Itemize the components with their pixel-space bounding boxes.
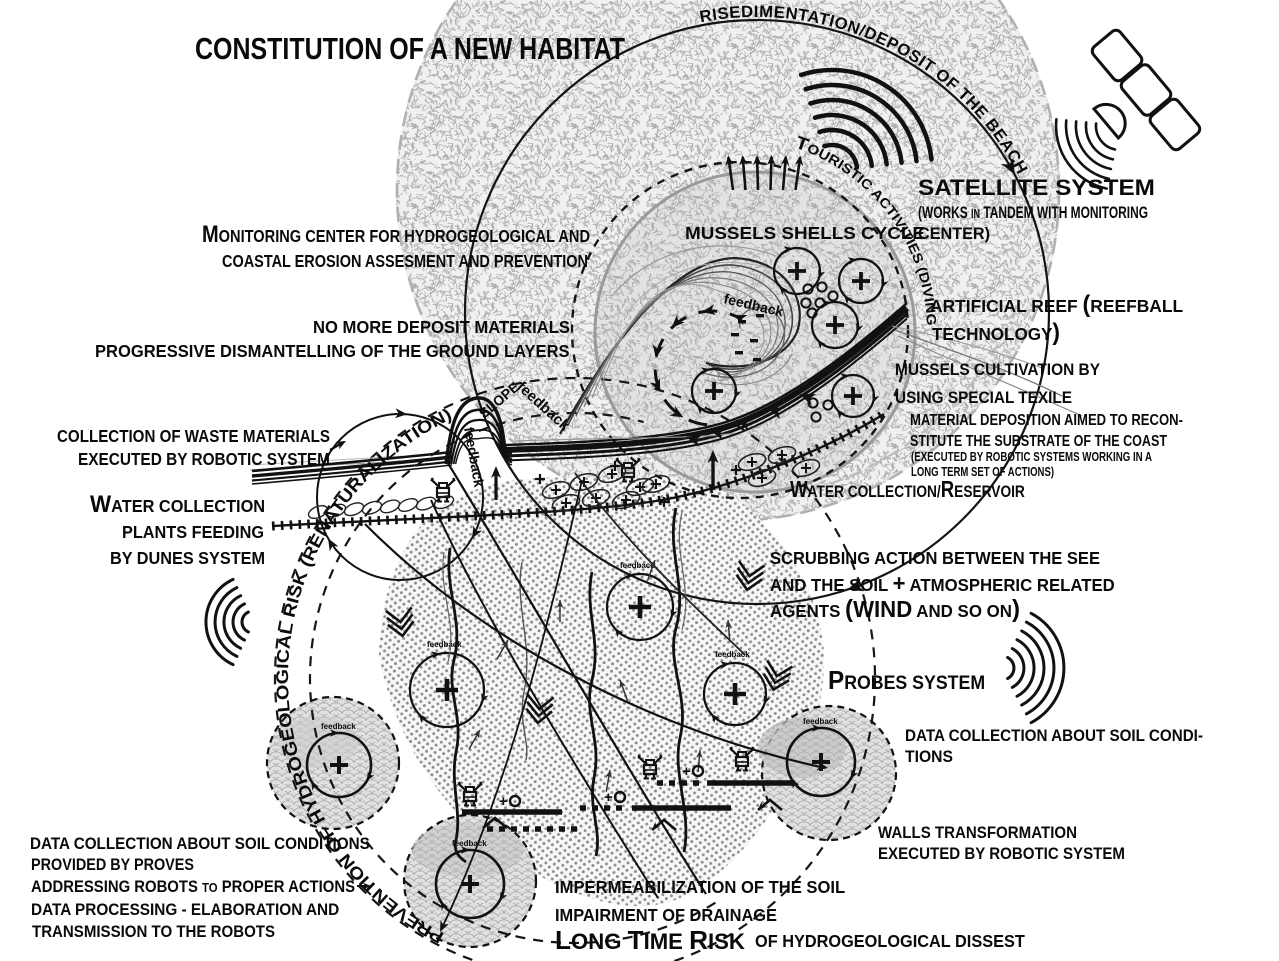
svg-text:ADDRESSING ROBOTS TO PROPER AC: ADDRESSING ROBOTS TO PROPER ACTIONS	[31, 878, 355, 896]
svg-text:DATA COLLECTION ABOUT SOIL CON: DATA COLLECTION ABOUT SOIL CONDI-	[905, 727, 1203, 745]
svg-text:COASTAL EROSION ASSESMENT AND: COASTAL EROSION ASSESMENT AND PREVENTION	[222, 252, 588, 272]
svg-text:ARTIFICIAL REEF (REEFBALL: ARTIFICIAL REEF (REEFBALL	[930, 292, 1183, 318]
svg-text:feedback: feedback	[620, 561, 655, 570]
svg-text:feedback: feedback	[715, 650, 750, 659]
svg-text:MUSSELS CULTIVATION BY: MUSSELS CULTIVATION BY	[895, 362, 1100, 380]
svg-text:PROBES SYSTEM: PROBES SYSTEM	[828, 666, 985, 695]
svg-text:TRANSMISSION TO THE ROBOTS: TRANSMISSION TO THE ROBOTS	[32, 922, 275, 941]
svg-text:+: +	[604, 789, 613, 806]
svg-text:USING SPECIAL TEXILE: USING SPECIAL TEXILE	[895, 390, 1072, 408]
svg-text:(EXECUTED BY ROBOTIC SYSTEMS W: (EXECUTED BY ROBOTIC SYSTEMS WORKING IN …	[911, 451, 1152, 465]
svg-text:MUSSELS SHELLS CYCLE: MUSSELS SHELLS CYCLE	[685, 224, 925, 243]
svg-text:feedback: feedback	[461, 426, 487, 489]
svg-text:DATA PROCESSING - ELABORATION: DATA PROCESSING - ELABORATION AND	[31, 900, 339, 919]
svg-text:COLLECTION OF WASTE MATERIALS: COLLECTION OF WASTE MATERIALS	[57, 427, 330, 446]
svg-text:+: +	[499, 793, 508, 810]
svg-text:feedback: feedback	[803, 717, 838, 726]
svg-text:NO MORE DEPOSIT MATERIALS: NO MORE DEPOSIT MATERIALS	[313, 318, 570, 337]
svg-text:EXECUTED BY ROBOTIC SYSTEM: EXECUTED BY ROBOTIC SYSTEM	[878, 845, 1125, 863]
svg-text:IMPAIRMENT OF DRAINAGE: IMPAIRMENT OF DRAINAGE	[555, 906, 777, 926]
svg-text:STITUTE THE SUBSTRATE OF THE C: STITUTE THE SUBSTRATE OF THE COAST	[910, 433, 1167, 451]
svg-text:BY DUNES SYSTEM: BY DUNES SYSTEM	[110, 548, 265, 568]
svg-text:feedback: feedback	[427, 640, 462, 649]
svg-text:SATELLITE SYSTEM: SATELLITE SYSTEM	[918, 175, 1155, 200]
svg-text:AGENTS (WIND AND SO ON): AGENTS (WIND AND SO ON)	[770, 596, 1020, 623]
svg-text:PLANTS FEEDING: PLANTS FEEDING	[122, 522, 264, 542]
svg-text:MATERIAL DEPOSITION AIMED TO R: MATERIAL DEPOSITION AIMED TO RECON-	[910, 412, 1183, 430]
svg-text:CENTER): CENTER)	[918, 225, 990, 243]
svg-text:IMPERMEABILIZATION OF THE SOIL: IMPERMEABILIZATION OF THE SOIL	[555, 878, 845, 897]
svg-text:OF HYDROGEOLOGICAL DISSEST: OF HYDROGEOLOGICAL DISSEST	[755, 931, 1025, 951]
svg-text:SCRUBBING ACTION BETWEEN THE S: SCRUBBING ACTION BETWEEN THE SEE	[770, 549, 1100, 569]
svg-text:feedback: feedback	[452, 839, 487, 848]
svg-text:(WORKS IN TANDEM WITH MONITORI: (WORKS IN TANDEM WITH MONITORING	[918, 204, 1148, 222]
svg-text:AND THE SOIL + ATMOSPHERIC REL: AND THE SOIL + ATMOSPHERIC RELATED	[770, 571, 1115, 597]
svg-text:LONG TERM SET OF ACTIONS): LONG TERM SET OF ACTIONS)	[911, 466, 1054, 480]
svg-text:WALLS TRANSFORMATION: WALLS TRANSFORMATION	[878, 824, 1077, 842]
svg-text:EXECUTED BY ROBOTIC SYSTEM: EXECUTED BY ROBOTIC SYSTEM	[78, 450, 330, 469]
svg-text:LONG TIME RISK: LONG TIME RISK	[555, 925, 745, 955]
svg-text:TIONS: TIONS	[905, 748, 953, 766]
svg-text:DATA COLLECTION ABOUT SOIL CON: DATA COLLECTION ABOUT SOIL CONDITIONS	[30, 834, 370, 853]
svg-text:TECHNOLOGY): TECHNOLOGY)	[932, 318, 1060, 345]
svg-text:+: +	[682, 763, 691, 780]
svg-text:PROGRESSIVE DISMANTELLING OF T: PROGRESSIVE DISMANTELLING OF THE GROUND …	[95, 342, 570, 362]
svg-text:WATER COLLECTION: WATER COLLECTION	[90, 490, 265, 517]
svg-text:PROVIDED BY PROVES: PROVIDED BY PROVES	[31, 856, 194, 874]
svg-text:feedback: feedback	[321, 722, 356, 731]
svg-text:CONSTITUTION OF A NEW HABITAT: CONSTITUTION OF A NEW HABITAT	[195, 31, 625, 65]
